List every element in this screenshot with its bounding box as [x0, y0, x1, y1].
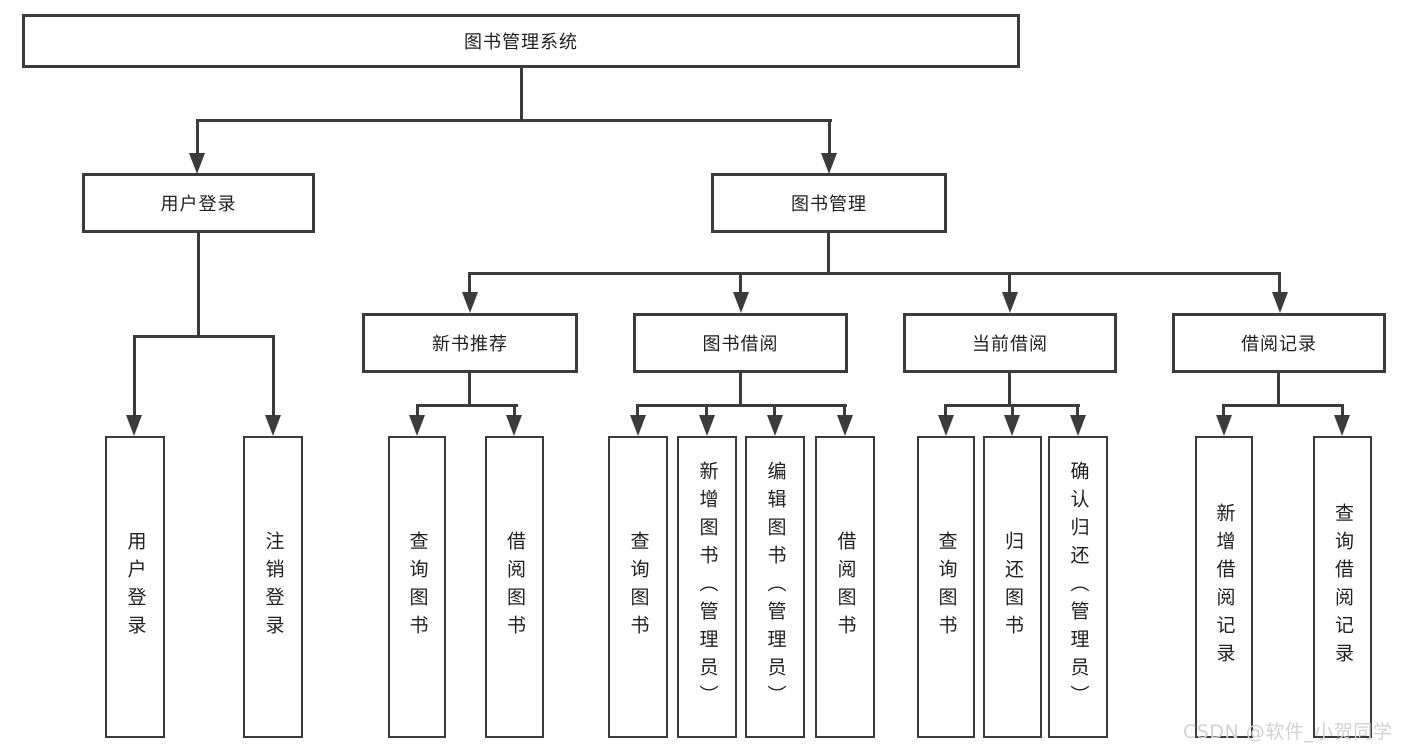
- leaf-borrow-books: 借阅图书: [815, 436, 875, 738]
- connector-vline: [1011, 404, 1014, 418]
- node-current-borrowing: 当前借阅: [903, 313, 1117, 373]
- leaf-borrow-books-recommend: 借阅图书: [485, 436, 544, 738]
- node-book-management: 图书管理: [711, 173, 947, 233]
- arrow-down-icon: [1272, 292, 1288, 313]
- arrow-down-icon: [1070, 415, 1086, 436]
- connector-vline: [1277, 373, 1280, 407]
- arrow-down-icon: [938, 415, 954, 436]
- connector-hline: [468, 272, 1281, 275]
- connector-vline: [133, 335, 136, 417]
- arrow-down-icon: [189, 153, 205, 174]
- arrow-down-icon: [821, 153, 837, 174]
- arrow-down-icon: [1002, 292, 1018, 313]
- connector-vline: [197, 233, 200, 338]
- arrow-down-icon: [462, 292, 478, 313]
- arrow-down-icon: [837, 415, 853, 436]
- connector-vline: [468, 373, 471, 407]
- connector-vline: [468, 272, 471, 296]
- leaf-add-borrow-record: 新增借阅记录: [1195, 436, 1253, 738]
- connector-vline: [513, 404, 516, 418]
- leaf-confirm-return-admin: 确认归还（管理员）: [1048, 436, 1108, 738]
- connector-vline: [828, 119, 831, 157]
- connector-vline: [705, 404, 708, 418]
- connector-hline: [636, 404, 847, 407]
- arrow-down-icon: [265, 415, 281, 436]
- arrow-down-icon: [630, 415, 646, 436]
- leaf-query-books-recommend: 查询图书: [388, 436, 446, 738]
- arrow-down-icon: [733, 292, 749, 313]
- connector-vline: [196, 119, 199, 157]
- arrow-down-icon: [767, 415, 783, 436]
- node-user-login: 用户登录: [82, 173, 315, 233]
- leaf-logout: 注销登录: [243, 436, 303, 738]
- connector-vline: [416, 404, 419, 418]
- leaf-edit-books-admin: 编辑图书（管理员）: [745, 436, 805, 738]
- leaf-query-borrow-record: 查询借阅记录: [1313, 436, 1372, 738]
- leaf-return-books: 归还图书: [983, 436, 1042, 738]
- arrow-down-icon: [1334, 415, 1350, 436]
- csdn-watermark: CSDN @软件_小贺同学: [1183, 721, 1393, 743]
- connector-hline: [133, 335, 275, 338]
- leaf-query-books-current: 查询图书: [917, 436, 975, 738]
- arrow-down-icon: [506, 415, 522, 436]
- node-book-borrowing: 图书借阅: [633, 313, 848, 373]
- connector-vline: [1222, 404, 1225, 418]
- connector-hline: [416, 404, 518, 407]
- connector-vline: [1076, 404, 1079, 418]
- leaf-query-books-borrow: 查询图书: [608, 436, 668, 738]
- connector-vline: [843, 404, 846, 418]
- connector-vline: [739, 373, 742, 407]
- connector-vline: [773, 404, 776, 418]
- connector-vline: [1008, 272, 1011, 296]
- connector-vline: [739, 272, 742, 296]
- node-borrowing-records: 借阅记录: [1172, 313, 1386, 373]
- arrow-down-icon: [1216, 415, 1232, 436]
- leaf-user-login: 用户登录: [105, 436, 165, 738]
- arrow-down-icon: [1004, 415, 1020, 436]
- node-new-book-recommend: 新书推荐: [362, 313, 578, 373]
- connector-vline: [1008, 373, 1011, 407]
- connector-vline: [272, 335, 275, 417]
- node-library-system: 图书管理系统: [22, 14, 1020, 68]
- connector-vline: [1278, 272, 1281, 296]
- connector-vline: [827, 233, 830, 275]
- connector-vline: [1341, 404, 1344, 418]
- arrow-down-icon: [409, 415, 425, 436]
- connector-vline: [944, 404, 947, 418]
- connector-hline: [1222, 404, 1344, 407]
- leaf-add-books-admin: 新增图书（管理员）: [677, 436, 737, 738]
- connector-vline: [520, 67, 523, 121]
- arrow-down-icon: [126, 415, 142, 436]
- connector-hline: [196, 119, 832, 122]
- connector-vline: [636, 404, 639, 418]
- arrow-down-icon: [699, 415, 715, 436]
